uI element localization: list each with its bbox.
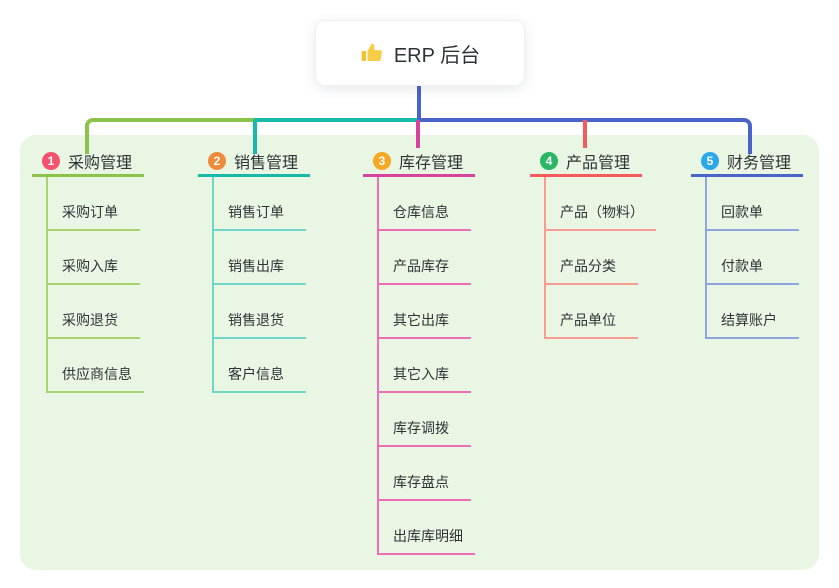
branch-product: 4 产品管理 产品（物料） 产品分类 产品单位: [530, 148, 656, 339]
child-node[interactable]: 采购退货: [48, 285, 140, 339]
branch-label: 库存管理: [399, 155, 464, 172]
root-node-label: ERP 后台: [393, 44, 481, 67]
branch-number-badge: 3: [373, 152, 391, 170]
connector-sales-line: [253, 118, 421, 154]
connector-inventory-line: [416, 120, 420, 148]
branch-node[interactable]: 3 库存管理: [363, 148, 475, 177]
child-node[interactable]: 销售订单: [214, 177, 306, 231]
branch-label: 产品管理: [566, 155, 631, 172]
thumbs-up-icon: [360, 41, 384, 65]
child-node[interactable]: 供应商信息: [48, 339, 144, 393]
child-node[interactable]: 付款单: [707, 231, 799, 285]
child-node[interactable]: 产品分类: [546, 231, 638, 285]
branch-node[interactable]: 5 财务管理: [691, 148, 803, 177]
branch-node[interactable]: 2 销售管理: [198, 148, 310, 177]
branch-purchase: 1 采购管理 采购订单 采购入库 采购退货 供应商信息: [32, 148, 144, 393]
child-node[interactable]: 产品（物料）: [546, 177, 656, 231]
child-node[interactable]: 产品单位: [546, 285, 638, 339]
child-node[interactable]: 销售退货: [214, 285, 306, 339]
branch-node[interactable]: 4 产品管理: [530, 148, 642, 177]
child-node[interactable]: 产品库存: [379, 231, 471, 285]
branch-node[interactable]: 1 采购管理: [32, 148, 144, 177]
child-node[interactable]: 库存盘点: [379, 447, 471, 501]
children-list: 回款单 付款单 结算账户: [705, 177, 803, 339]
child-node[interactable]: 库存调拨: [379, 393, 471, 447]
branch-label: 采购管理: [68, 155, 133, 172]
branch-number-badge: 1: [42, 152, 60, 170]
child-node[interactable]: 仓库信息: [379, 177, 471, 231]
connector-product-line: [583, 120, 587, 148]
child-node[interactable]: 采购入库: [48, 231, 140, 285]
child-node[interactable]: 销售出库: [214, 231, 306, 285]
branch-sales: 2 销售管理 销售订单 销售出库 销售退货 客户信息: [198, 148, 310, 393]
connector-purchase-line: [85, 118, 257, 154]
root-node[interactable]: ERP 后台: [315, 20, 525, 86]
children-list: 销售订单 销售出库 销售退货 客户信息: [212, 177, 310, 393]
child-node[interactable]: 其它出库: [379, 285, 471, 339]
root-stem-line: [417, 84, 421, 120]
branch-number-badge: 5: [701, 152, 719, 170]
branch-number-badge: 4: [540, 152, 558, 170]
child-node[interactable]: 其它入库: [379, 339, 471, 393]
children-list: 采购订单 采购入库 采购退货 供应商信息: [46, 177, 144, 393]
branch-inventory: 3 库存管理 仓库信息 产品库存 其它出库 其它入库 库存调拨 库存盘点 出库库…: [363, 148, 475, 555]
child-node[interactable]: 采购订单: [48, 177, 140, 231]
branch-finance: 5 财务管理 回款单 付款单 结算账户: [691, 148, 803, 339]
branches-panel: [20, 135, 819, 570]
child-node[interactable]: 客户信息: [214, 339, 306, 393]
branch-number-badge: 2: [208, 152, 226, 170]
child-node[interactable]: 出库库明细: [379, 501, 475, 555]
branch-label: 销售管理: [234, 155, 299, 172]
branch-label: 财务管理: [727, 155, 792, 172]
child-node[interactable]: 结算账户: [707, 285, 799, 339]
children-list: 产品（物料） 产品分类 产品单位: [544, 177, 656, 339]
children-list: 仓库信息 产品库存 其它出库 其它入库 库存调拨 库存盘点 出库库明细: [377, 177, 475, 555]
child-node[interactable]: 回款单: [707, 177, 799, 231]
